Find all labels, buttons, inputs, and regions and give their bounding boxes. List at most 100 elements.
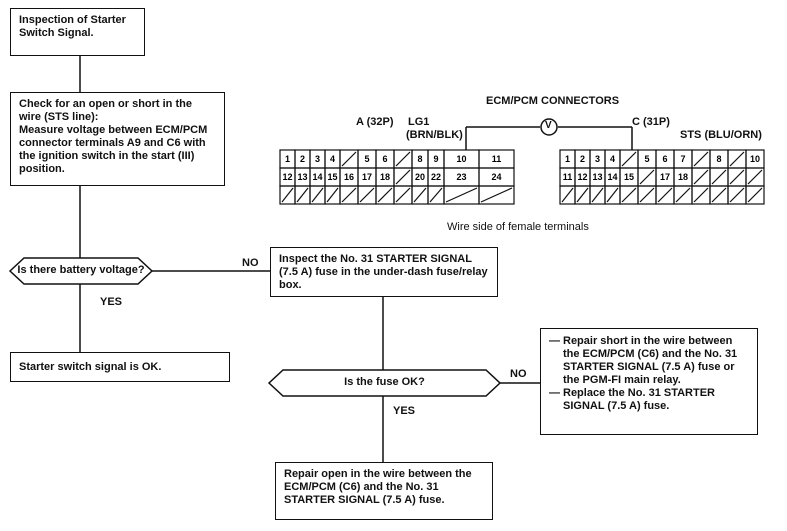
terminal-number: 14 [607, 172, 617, 182]
start-text: Inspection of Starter Switch Signal. [19, 14, 126, 39]
empty-terminal-slash [359, 187, 375, 203]
terminal-number: 18 [678, 172, 688, 182]
decision2-text: Is the fuse OK? [344, 376, 425, 388]
terminal-number: 14 [312, 172, 322, 182]
terminal-number: 10 [456, 154, 466, 164]
empty-terminal-slash [747, 187, 763, 203]
start-box: Inspection of Starter Switch Signal. [10, 8, 145, 56]
connector-c [559, 149, 765, 205]
connector-caption: Wire side of female terminals [447, 221, 589, 233]
empty-terminal-slash [693, 151, 709, 167]
terminal-number: 8 [417, 154, 422, 164]
empty-terminal-slash [377, 187, 393, 203]
inspect-fuse-text: Inspect the No. 31 STARTER SIGNAL (7.5 A… [279, 253, 488, 291]
terminal-number: 6 [382, 154, 387, 164]
empty-terminal-slash [729, 169, 745, 185]
empty-terminal-slash [639, 187, 655, 203]
no1-label: NO [242, 257, 259, 269]
lg1-wire-label: (BRN/BLK) [406, 129, 463, 141]
empty-terminal-slash [621, 151, 637, 167]
ok-box: Starter switch signal is OK. [10, 352, 230, 382]
no2-label: NO [510, 368, 527, 380]
terminal-number: 12 [282, 172, 292, 182]
terminal-number: 13 [592, 172, 602, 182]
empty-terminal-slash [606, 187, 619, 203]
connector-a-label: A (32P) [356, 116, 394, 128]
decision2-shape [267, 369, 502, 397]
terminal-number: 7 [680, 154, 685, 164]
check-body: Measure voltage between ECM/PCM connecto… [19, 124, 208, 175]
check-title: Check for an open or short in the wire (… [19, 98, 192, 123]
terminal-number: 4 [610, 154, 615, 164]
meter-symbol: V [545, 120, 552, 131]
terminal-number: 13 [297, 172, 307, 182]
terminal-number: 11 [563, 172, 573, 182]
empty-terminal-slash [395, 151, 411, 167]
empty-terminal-slash [445, 187, 478, 203]
terminal-number: 1 [285, 154, 290, 164]
empty-terminal-slash [591, 187, 604, 203]
terminal-number: 17 [660, 172, 670, 182]
empty-terminal-slash [429, 187, 443, 203]
lg1-label: LG1 [408, 116, 430, 128]
empty-terminal-slash [711, 169, 727, 185]
terminal-number: 15 [327, 172, 337, 182]
empty-terminal-slash [639, 169, 655, 185]
repair-open-box: Repair open in the wire between the ECM/… [275, 462, 493, 520]
inspect-fuse-box: Inspect the No. 31 STARTER SIGNAL (7.5 A… [270, 247, 498, 297]
empty-terminal-slash [729, 151, 745, 167]
empty-terminal-slash [395, 169, 411, 185]
empty-terminal-slash [311, 187, 324, 203]
terminal-number: 3 [595, 154, 600, 164]
terminal-number: 3 [315, 154, 320, 164]
empty-terminal-slash [341, 187, 357, 203]
replace-fuse-item: Replace the No. 31 STARTER SIGNAL (7.5 A… [549, 387, 749, 413]
terminal-cell [478, 185, 515, 205]
terminal-number: 1 [565, 154, 570, 164]
terminal-number: 23 [456, 172, 466, 182]
empty-terminal-slash [693, 169, 709, 185]
terminal-number: 2 [300, 154, 305, 164]
terminal-number: 11 [492, 154, 502, 164]
terminal-number: 15 [624, 172, 634, 182]
repair-short-box: Repair short in the wire between the ECM… [540, 328, 758, 435]
terminal-number: 16 [344, 172, 354, 182]
terminal-number: 20 [415, 172, 425, 182]
connector-c-label: C (31P) [632, 116, 670, 128]
terminal-number: 8 [716, 154, 721, 164]
repair-short-list: Repair short in the wire between the ECM… [549, 335, 749, 413]
empty-terminal-slash [341, 151, 357, 167]
empty-terminal-slash [675, 187, 691, 203]
empty-terminal-slash [621, 187, 637, 203]
empty-terminal-slash [281, 187, 294, 203]
decision1-shape [8, 257, 154, 285]
empty-terminal-slash [480, 187, 513, 203]
empty-terminal-slash [561, 187, 574, 203]
terminal-number: 5 [644, 154, 649, 164]
empty-terminal-slash [395, 187, 411, 203]
repair-short-item: Repair short in the wire between the ECM… [549, 335, 749, 387]
terminal-number: 6 [662, 154, 667, 164]
terminal-number: 12 [577, 172, 587, 182]
sts-label: STS (BLU/ORN) [680, 129, 762, 141]
terminal-number: 4 [330, 154, 335, 164]
empty-terminal-slash [657, 187, 673, 203]
empty-terminal-slash [413, 187, 427, 203]
terminal-number: 24 [491, 172, 501, 182]
terminal-number: 18 [380, 172, 390, 182]
terminal-number: 9 [433, 154, 438, 164]
terminal-cell [745, 185, 765, 205]
check-box: Check for an open or short in the wire (… [10, 92, 225, 186]
terminal-number: 17 [362, 172, 372, 182]
decision1-text: Is there battery voltage? [17, 264, 145, 276]
terminal-number: 22 [431, 172, 441, 182]
yes2-label: YES [393, 405, 416, 417]
yes1-label: YES [100, 296, 123, 308]
repair-open-text: Repair open in the wire between the ECM/… [284, 468, 472, 506]
connector-title: ECM/PCM CONNECTORS [486, 95, 620, 107]
empty-terminal-slash [729, 187, 745, 203]
ok-text: Starter switch signal is OK. [19, 361, 162, 373]
empty-terminal-slash [711, 187, 727, 203]
